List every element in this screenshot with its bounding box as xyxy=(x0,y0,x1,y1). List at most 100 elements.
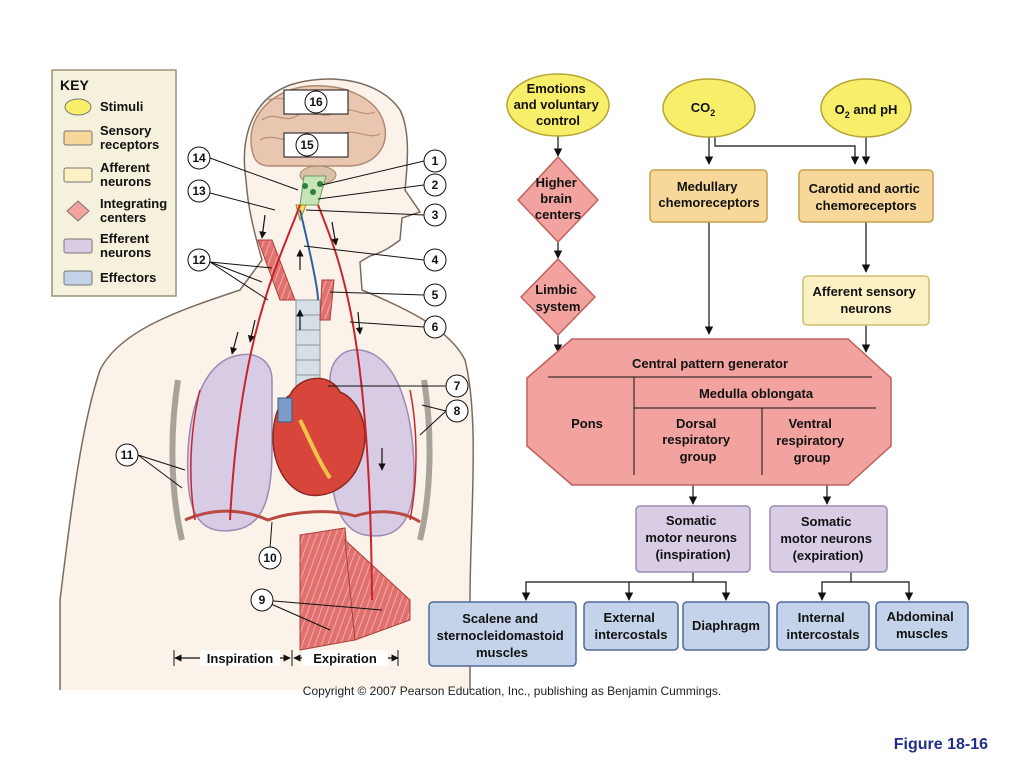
svg-text:4: 4 xyxy=(432,253,439,267)
pons: Pons xyxy=(571,416,603,431)
effector-scalene-sternocleidomastoid: Scalene and sternocleidomastoid muscles xyxy=(428,601,577,667)
effector-abdominal-muscles: Abdominal muscles xyxy=(875,601,969,651)
svg-text:11: 11 xyxy=(121,448,134,462)
callout-3: 3 xyxy=(423,203,447,227)
svg-text:5: 5 xyxy=(432,288,439,302)
callout-1: 1 xyxy=(423,149,447,173)
medullary-chemoreceptors: Medullary chemoreceptors xyxy=(649,169,768,223)
svg-text:12: 12 xyxy=(192,253,206,267)
key-swatch xyxy=(63,270,93,286)
svg-text:O2 and pH: O2 and pH xyxy=(835,102,898,120)
key-label: Stimuli xyxy=(100,99,143,114)
svg-text:13: 13 xyxy=(192,184,206,198)
higher-brain-centers: Higher brain centers xyxy=(517,156,599,243)
callout-9: 9 xyxy=(250,588,274,612)
callout-16: 16 xyxy=(304,90,328,114)
somatic-motor-neurons-inspiration: Somatic motor neurons (inspiration) xyxy=(635,505,751,573)
stimulus-emotions: Emotions and voluntary control xyxy=(506,73,610,137)
svg-text:Scalene and sternoclei: Scalene and sternocleidomastoid muscles xyxy=(437,611,568,660)
svg-text:9: 9 xyxy=(259,593,266,607)
svg-text:8: 8 xyxy=(454,404,461,418)
callout-14: 14 xyxy=(187,146,211,170)
svg-text:10: 10 xyxy=(263,551,277,565)
callouts: 1 2 3 4 5 6 7 8 9 10 11 12 13 14 15 16 xyxy=(115,90,469,612)
svg-text:6: 6 xyxy=(432,320,439,334)
anatomy-illustration: Inspiration Expiration xyxy=(59,78,475,690)
svg-text:Internal intercostals: Internal intercostals xyxy=(787,610,860,642)
callout-11: 11 xyxy=(115,443,139,467)
key-label: Effectors xyxy=(100,270,156,285)
svg-text:15: 15 xyxy=(300,138,314,152)
callout-5: 5 xyxy=(423,283,447,307)
callout-15: 15 xyxy=(295,133,319,157)
callout-4: 4 xyxy=(423,248,447,272)
svg-text:2: 2 xyxy=(432,178,439,192)
svg-text:Limbic system: Limbic system xyxy=(535,282,581,314)
callout-12: 12 xyxy=(187,248,211,272)
callout-10: 10 xyxy=(258,546,282,570)
expiration-label: Expiration xyxy=(313,651,377,666)
svg-text:14: 14 xyxy=(192,151,206,165)
effector-external-intercostals: External intercostals xyxy=(583,601,679,651)
callout-7: 7 xyxy=(445,374,469,398)
right-lung xyxy=(329,349,415,537)
medulla-oblongata: Medulla oblongata xyxy=(699,386,814,401)
effector-diaphragm: Diaphragm xyxy=(682,601,770,651)
svg-text:3: 3 xyxy=(432,208,439,222)
svg-text:Emotions and voluntary: Emotions and voluntary control xyxy=(514,81,603,128)
svg-text:External intercostals: External intercostals xyxy=(595,610,668,642)
svg-text:Afferent sensory neuro: Afferent sensory neurons xyxy=(813,284,920,316)
flowchart: Emotions and voluntary control CO2 O2 an… xyxy=(428,73,969,667)
callout-6: 6 xyxy=(423,315,447,339)
key-title: KEY xyxy=(60,77,89,93)
svg-text:7: 7 xyxy=(454,379,461,393)
svg-text:Somatic motor neurons: Somatic motor neurons (inspiration) xyxy=(645,513,740,562)
dorsal-respiratory-group: Dorsal respiratory group xyxy=(662,416,734,464)
callout-8: 8 xyxy=(445,399,469,423)
callout-2: 2 xyxy=(423,173,447,197)
svg-text:Carotid and aortic che: Carotid and aortic chemoreceptors xyxy=(809,181,924,213)
key-swatch xyxy=(63,167,93,183)
svg-text:Diaphragm: Diaphragm xyxy=(692,618,760,633)
stimulus-co2: CO2 xyxy=(662,78,756,138)
left-lung xyxy=(186,353,273,532)
callout-13: 13 xyxy=(187,179,211,203)
svg-text:16: 16 xyxy=(309,95,323,109)
central-pattern-generator: Central pattern generator Medulla oblong… xyxy=(526,338,892,486)
svg-text:Somatic motor neurons: Somatic motor neurons (expiration) xyxy=(780,514,875,563)
callout-leaders xyxy=(137,157,447,631)
svg-text:Medullary chemorecepto: Medullary chemoreceptors xyxy=(658,179,759,210)
key-swatch xyxy=(63,130,93,146)
svg-text:Abdominal muscles: Abdominal muscles xyxy=(887,609,958,641)
svg-text:CO2: CO2 xyxy=(691,100,716,118)
svg-text:Higher brain c: Higher brain centers xyxy=(535,175,581,222)
limbic-system: Limbic system xyxy=(520,258,596,336)
key-swatch xyxy=(63,238,93,254)
copyright-notice: Copyright © 2007 Pearson Education, Inc.… xyxy=(302,684,722,698)
key-swatch xyxy=(64,98,92,116)
key-swatch xyxy=(66,200,90,222)
cpg-title: Central pattern generator xyxy=(632,356,788,371)
key-item: Stimuli xyxy=(64,98,143,116)
effector-internal-intercostals: Internal intercostals xyxy=(776,601,870,651)
ventral-respiratory-group: Ventral respiratory group xyxy=(776,416,848,465)
somatic-motor-neurons-expiration: Somatic motor neurons (expiration) xyxy=(769,505,888,573)
carotid-aortic-chemoreceptors: Carotid and aortic chemoreceptors xyxy=(798,169,934,223)
inspiration-label: Inspiration xyxy=(207,651,274,666)
afferent-sensory-neurons: Afferent sensory neurons xyxy=(802,275,930,326)
heart xyxy=(272,377,366,497)
key-item: Effectors xyxy=(63,270,156,286)
figure-label: Figure 18-16 xyxy=(893,736,988,753)
stimulus-o2-ph: O2 and pH xyxy=(820,78,912,138)
svg-text:1: 1 xyxy=(432,154,439,168)
